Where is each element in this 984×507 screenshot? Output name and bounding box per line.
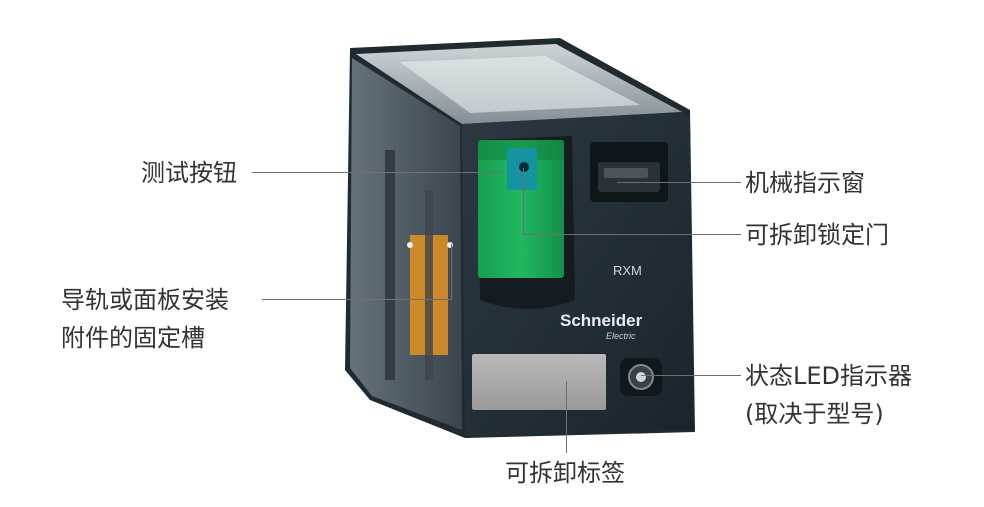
leader-rail-panel bbox=[262, 299, 452, 300]
mounting-slot-dot bbox=[407, 242, 413, 248]
mechanical-window-glint bbox=[604, 168, 648, 178]
callout-led-line1: 状态LED指示器 bbox=[745, 362, 913, 390]
status-led-core bbox=[636, 372, 646, 382]
leader-label-vert bbox=[566, 381, 567, 453]
internal-frame-2 bbox=[425, 190, 433, 380]
callout-mechanical-window: 机械指示窗 bbox=[745, 169, 865, 197]
internal-frame bbox=[385, 150, 395, 380]
callout-rail-panel-line2: 附件的固定槽 bbox=[61, 324, 205, 352]
brand-sub-text: Electric bbox=[606, 331, 636, 341]
removable-label bbox=[472, 354, 606, 410]
test-button-knob-dot bbox=[519, 162, 529, 172]
callout-label: 可拆卸标签 bbox=[505, 459, 625, 487]
callout-test-button: 测试按钮 bbox=[141, 159, 237, 187]
callout-rail-panel-line1: 导轨或面板安装 bbox=[61, 286, 229, 314]
leader-test-button bbox=[252, 172, 502, 173]
leader-locking-door bbox=[523, 234, 741, 235]
callout-locking-door: 可拆卸锁定门 bbox=[745, 221, 889, 249]
leader-locking-door-vert bbox=[523, 168, 524, 235]
test-button bbox=[478, 140, 564, 278]
mounting-slot-dot-2 bbox=[447, 242, 453, 248]
brand-text: Schneider bbox=[560, 311, 643, 330]
leader-rail-panel-vert bbox=[451, 244, 452, 300]
callout-led-line2: (取决于型号) bbox=[745, 400, 884, 428]
relay-top-highlight bbox=[400, 56, 640, 113]
leader-led bbox=[641, 375, 741, 376]
leader-mechanical-window bbox=[617, 182, 741, 183]
model-text: RXM bbox=[613, 263, 642, 278]
